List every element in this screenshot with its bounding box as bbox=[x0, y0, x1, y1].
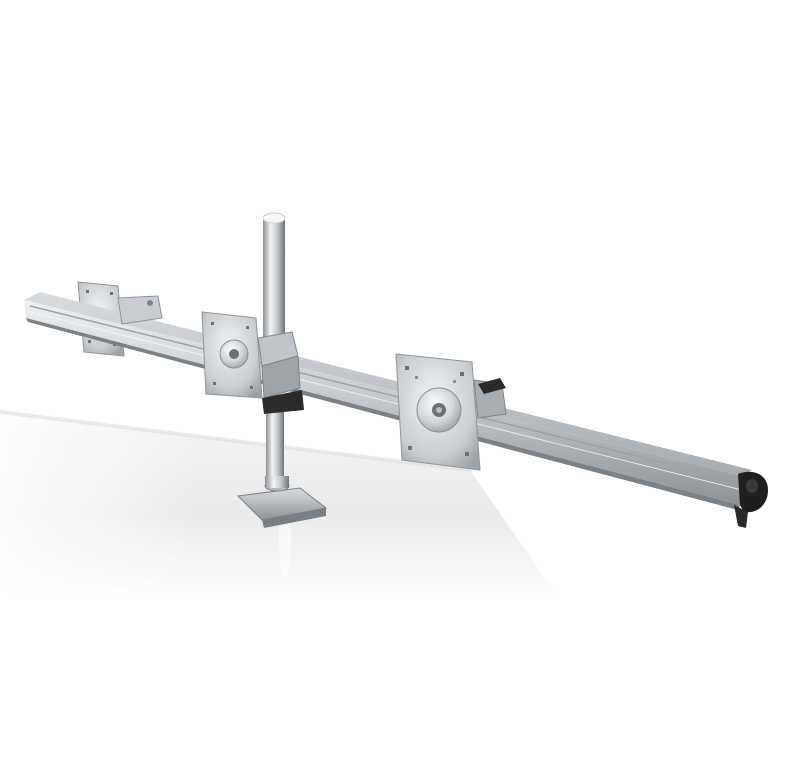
vesa-plate-middle bbox=[201, 311, 263, 399]
vertical-pole bbox=[262, 212, 286, 486]
desk-clamp-base bbox=[236, 476, 328, 528]
right-plate-connector bbox=[473, 378, 507, 419]
rail-end-cap bbox=[734, 471, 768, 528]
pole-clamp-block bbox=[257, 331, 304, 414]
vesa-plate-right bbox=[395, 353, 481, 471]
